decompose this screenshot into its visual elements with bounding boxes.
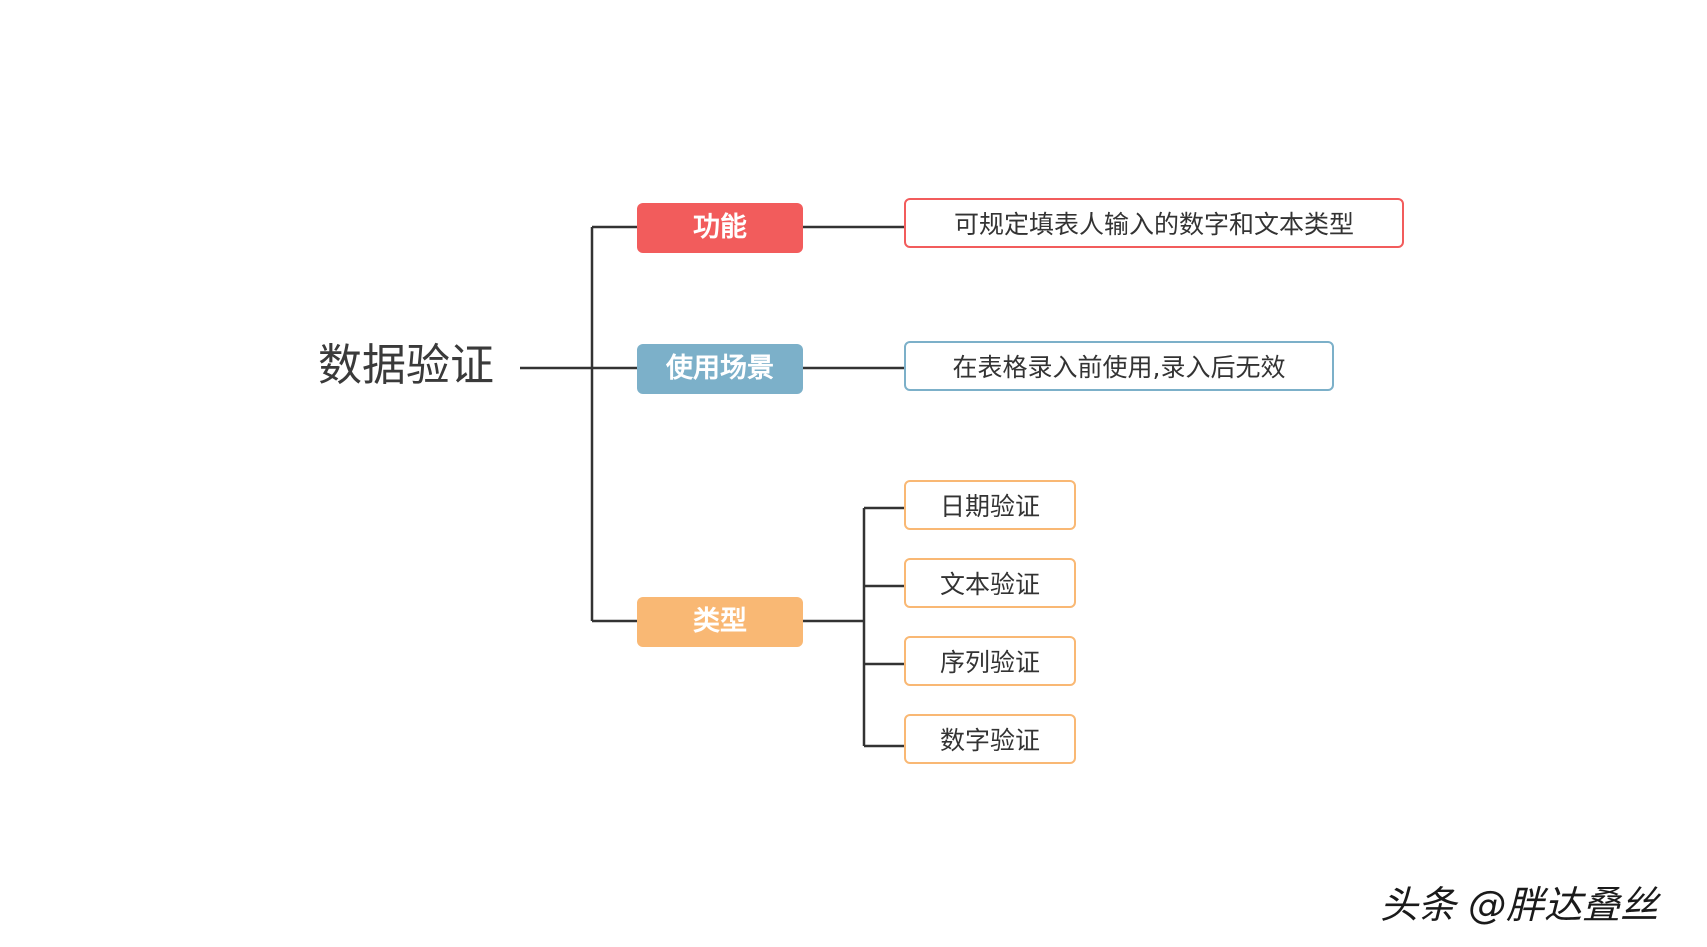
root-topic: 数据验证: [318, 340, 494, 391]
branch-usage-scenario: 使用场景: [637, 344, 803, 394]
leaf-usage-scenario-description: 在表格录入前使用,录入后无效: [904, 341, 1334, 391]
leaf-type-list: 序列验证: [904, 636, 1076, 686]
leaf-function-description: 可规定填表人输入的数字和文本类型: [904, 198, 1404, 248]
leaf-type-date: 日期验证: [904, 480, 1076, 530]
leaf-type-number: 数字验证: [904, 714, 1076, 764]
leaf-type-text: 文本验证: [904, 558, 1076, 608]
watermark: 头条 @胖达叠丝: [1380, 883, 1659, 927]
branch-function: 功能: [637, 203, 803, 253]
branch-type: 类型: [637, 597, 803, 647]
